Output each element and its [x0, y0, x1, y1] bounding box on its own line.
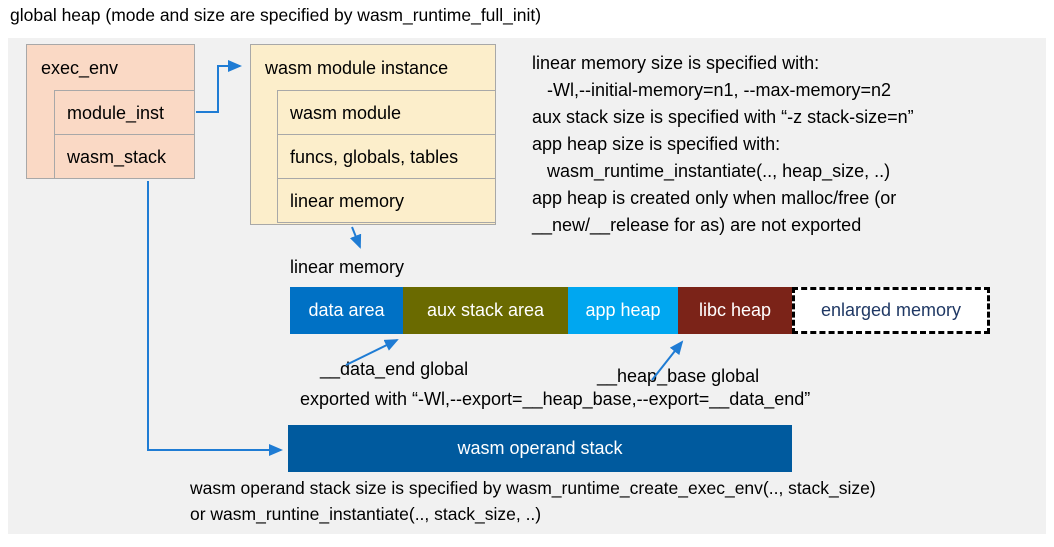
note-line: app heap size is specified with:	[532, 134, 781, 154]
segment-app-heap: app heap	[568, 287, 678, 334]
module-instance-row-wasm-module: wasm module	[277, 90, 496, 135]
notes-linear-memory: linear memory size is specified with: -W…	[532, 50, 914, 239]
note-line: app heap is created only when malloc/fre…	[532, 188, 897, 208]
exec-env-box: exec_env module_inst wasm_stack	[26, 44, 195, 179]
module-instance-header: wasm module instance	[265, 58, 449, 78]
note-line: __new/__release for as) are not exported	[532, 215, 862, 235]
segment-aux-stack-area: aux stack area	[403, 287, 568, 334]
note-line: aux stack size is specified with “-z sta…	[532, 107, 914, 127]
exec-env-row-module-inst: module_inst	[54, 90, 195, 135]
module-instance-box: wasm module instance wasm module funcs, …	[250, 44, 496, 225]
exec-env-header: exec_env	[41, 58, 119, 78]
segment-enlarged-memory: enlarged memory	[792, 287, 990, 334]
data-end-global-label: __data_end global	[320, 359, 469, 379]
note-line: linear memory size is specified with:	[532, 53, 820, 73]
note-line: wasm operand stack size is specified by …	[190, 478, 876, 498]
heap-base-global-label: __heap_base global	[597, 366, 760, 386]
page-title: global heap (mode and size are specified…	[10, 5, 542, 25]
note-line: wasm_runtime_instantiate(.., heap_size, …	[532, 161, 891, 181]
module-instance-row-funcs-globals-tables: funcs, globals, tables	[277, 134, 496, 179]
note-line: -Wl,--initial-memory=n1, --max-memory=n2	[532, 80, 892, 100]
export-flags-label: exported with “-Wl,--export=__heap_base,…	[300, 389, 811, 409]
exec-env-row-wasm-stack: wasm_stack	[54, 134, 195, 179]
segment-data-area: data area	[290, 287, 403, 334]
notes-operand-stack: wasm operand stack size is specified by …	[190, 475, 876, 527]
wasm-operand-stack-bar: wasm operand stack	[288, 425, 792, 472]
module-instance-row-linear-memory: linear memory	[277, 178, 496, 223]
segment-libc-heap: libc heap	[678, 287, 792, 334]
note-line: or wasm_runtine_instantiate(.., stack_si…	[190, 504, 542, 524]
linear-memory-label: linear memory	[290, 257, 405, 277]
